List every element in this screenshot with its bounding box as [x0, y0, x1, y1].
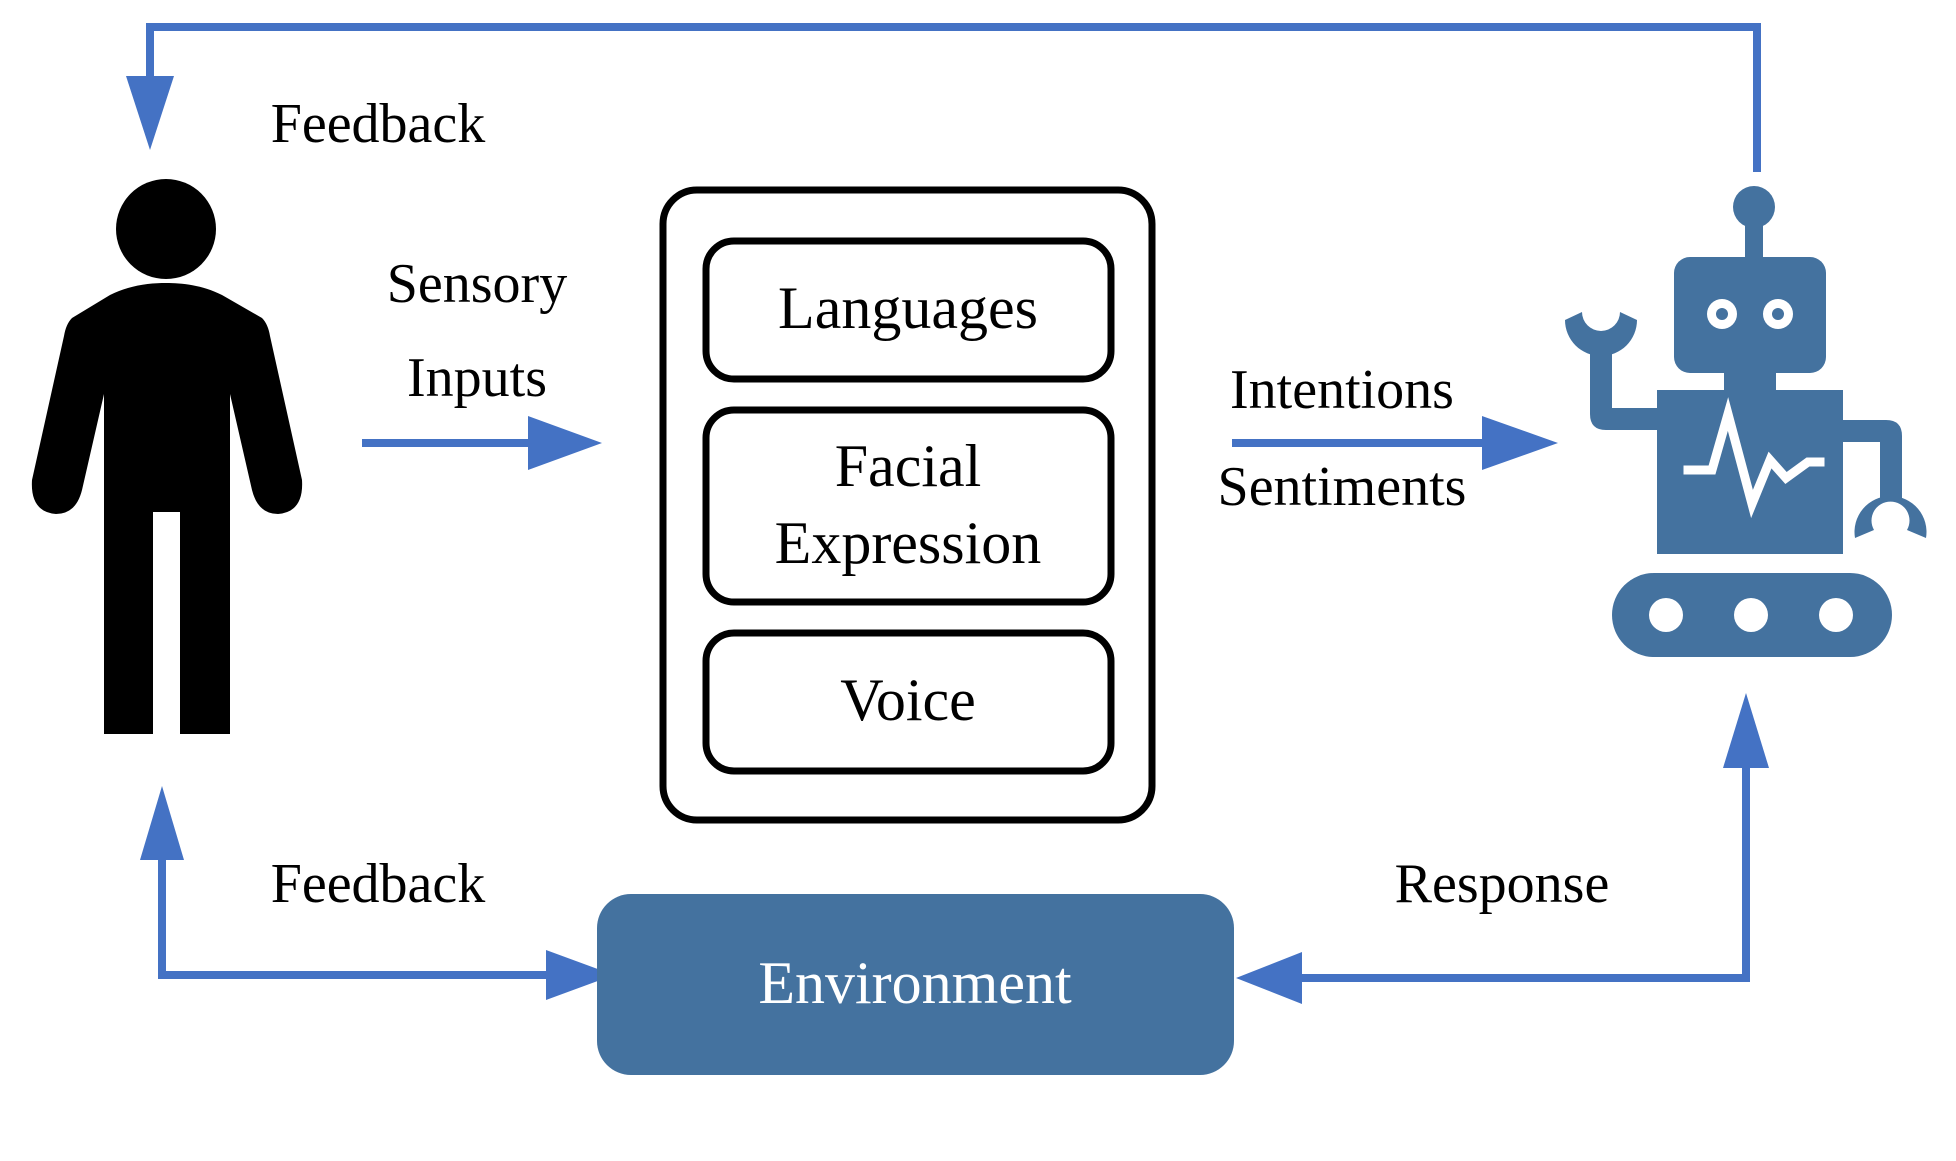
facial-label-line1: Facial [835, 433, 982, 499]
response-arrowhead-up [1723, 693, 1769, 768]
environment-label: Environment [758, 950, 1072, 1016]
robot-details [1649, 299, 1853, 632]
sensory-arrowhead [528, 416, 602, 470]
response-arrowhead-left [1236, 952, 1302, 1004]
response-label: Response [1395, 853, 1610, 915]
sentiments-label: Sentiments [1218, 456, 1467, 518]
person-icon [31, 179, 303, 734]
facial-label-line2: Expression [775, 510, 1042, 576]
sensory-label-line1: Sensory [387, 253, 567, 315]
feedback-bottom-arrowhead-up [140, 786, 184, 860]
feedback-top-arrowhead [126, 76, 174, 150]
languages-box [702, 237, 1115, 383]
intentions-label: Intentions [1230, 359, 1454, 421]
response-line [1280, 760, 1750, 982]
feedback-bottom-arrowhead-right [546, 950, 614, 1000]
feedback-top-line [146, 23, 1761, 172]
voice-box [702, 629, 1115, 775]
feedback-bottom-line [158, 840, 570, 979]
robot-icon [1565, 186, 1927, 657]
languages-label: Languages [778, 275, 1038, 341]
feedback-bottom-label: Feedback [271, 853, 486, 915]
voice-label: Voice [840, 667, 976, 733]
sensory-label-line2: Inputs [407, 347, 547, 409]
facial-expression-box [702, 406, 1115, 606]
feedback-top-label: Feedback [271, 93, 486, 155]
environment-box [597, 894, 1234, 1075]
intentions-arrowhead [1482, 416, 1558, 470]
